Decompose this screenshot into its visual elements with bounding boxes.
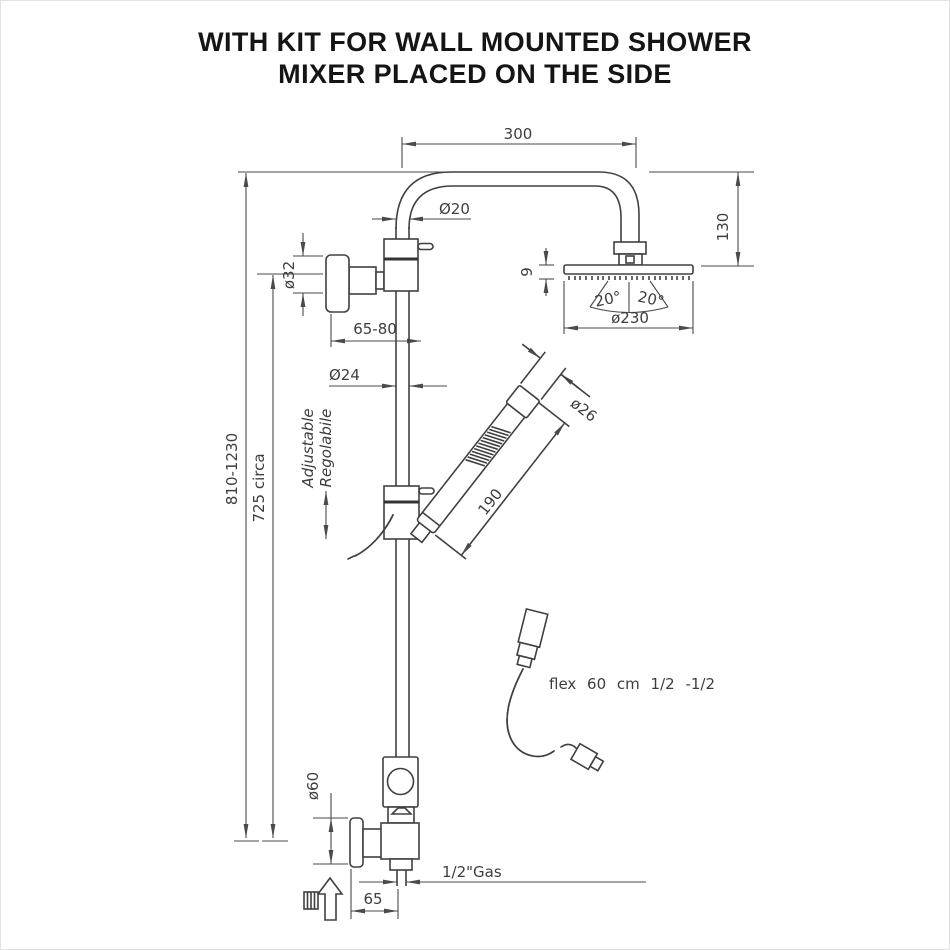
upper-knob-pin: [417, 242, 434, 251]
bracket-diameter-label: ø32: [280, 261, 298, 289]
spray-angle-left-label: 20°: [593, 288, 623, 311]
flex-hose-nut: [569, 742, 605, 772]
dim-base-flange-60: [313, 793, 348, 865]
upper-wall-bracket: [325, 238, 434, 313]
shower-column: ø26 190: [303, 171, 694, 921]
hand-shower-length-label: 190: [474, 485, 506, 519]
dim-base-offset-65: [350, 869, 399, 919]
adjustable-it-label: Regolabile: [317, 409, 335, 488]
inlet-body: [380, 822, 420, 860]
dim-bracket-32: [257, 233, 323, 316]
base-offset-label: 65: [363, 890, 382, 908]
column-height-label: 725 circa: [250, 453, 268, 522]
flow-direction-symbols: [303, 876, 344, 921]
base-flange: [349, 817, 364, 868]
dimension-labels: 300 Ø20 130 9 20° 20° ø230 ø32 65-80 Ø24…: [223, 125, 732, 908]
dim-overall-height: [234, 171, 446, 842]
head-diameter-label: ø230: [611, 309, 649, 327]
shower-head-disc: [563, 264, 694, 275]
dim-wall-distance-65-80: [330, 314, 421, 347]
wall-distance-label: 65-80: [353, 320, 397, 338]
title-line-2: MIXER PLACED ON THE SIDE: [278, 58, 672, 89]
hand-shower: ø26 190: [409, 343, 600, 560]
head-thickness-label: 9: [518, 267, 536, 277]
bottom-assembly: [349, 756, 420, 886]
inlet-nut: [389, 858, 413, 871]
overall-height-label: 810-1230: [223, 433, 241, 505]
hand-shower-diameter-label: ø26: [567, 394, 600, 426]
shower-head-nozzles: [568, 276, 690, 280]
diverter-knob: [386, 767, 415, 796]
upper-slider-block: [383, 238, 419, 292]
up-arrow-symbol: [316, 876, 344, 921]
hand-shower-grip: [465, 425, 511, 467]
dim-head-thickness-9: [539, 248, 554, 296]
dim-hand-shower-diameter: [520, 343, 591, 400]
shower-head: [563, 241, 694, 280]
hand-shower-head: [505, 385, 540, 419]
shower-arm: [395, 171, 640, 242]
dim-hand-shower-length: [434, 401, 570, 560]
adjustable-en-label: Adjustable: [299, 408, 317, 488]
title-line-1: WITH KIT FOR WALL MOUNTED SHOWER: [198, 27, 752, 57]
arm-length-label: 300: [504, 125, 533, 143]
dimension-lines: [234, 137, 754, 919]
spray-angle-fan: [589, 280, 669, 313]
hand-shower-hose: [347, 514, 394, 560]
page-title: WITH KIT FOR WALL MOUNTED SHOWER MIXER P…: [1, 27, 949, 91]
dim-head-drop-130: [649, 171, 754, 267]
spray-angle-right-label: 20°: [636, 288, 666, 311]
upper-flange: [325, 254, 350, 313]
column-pipe-diameter-label: Ø24: [329, 366, 360, 384]
dim-column-height: [262, 275, 288, 842]
flex-hose: [506, 607, 605, 772]
head-drop-label: 130: [714, 213, 732, 242]
hand-shower-holder: [383, 485, 435, 540]
holder-knob-pin: [418, 487, 435, 495]
upper-pipe-diameter-label: Ø20: [439, 200, 470, 218]
thread-connection-label: 1/2"Gas: [442, 863, 502, 881]
dim-head-diameter-230: [563, 281, 694, 334]
dim-arm-length-300: [401, 137, 637, 168]
base-flange-diameter-label: ø60: [304, 772, 322, 800]
flex-hose-label: flex 60 cm 1/2 -1/2: [549, 675, 715, 693]
